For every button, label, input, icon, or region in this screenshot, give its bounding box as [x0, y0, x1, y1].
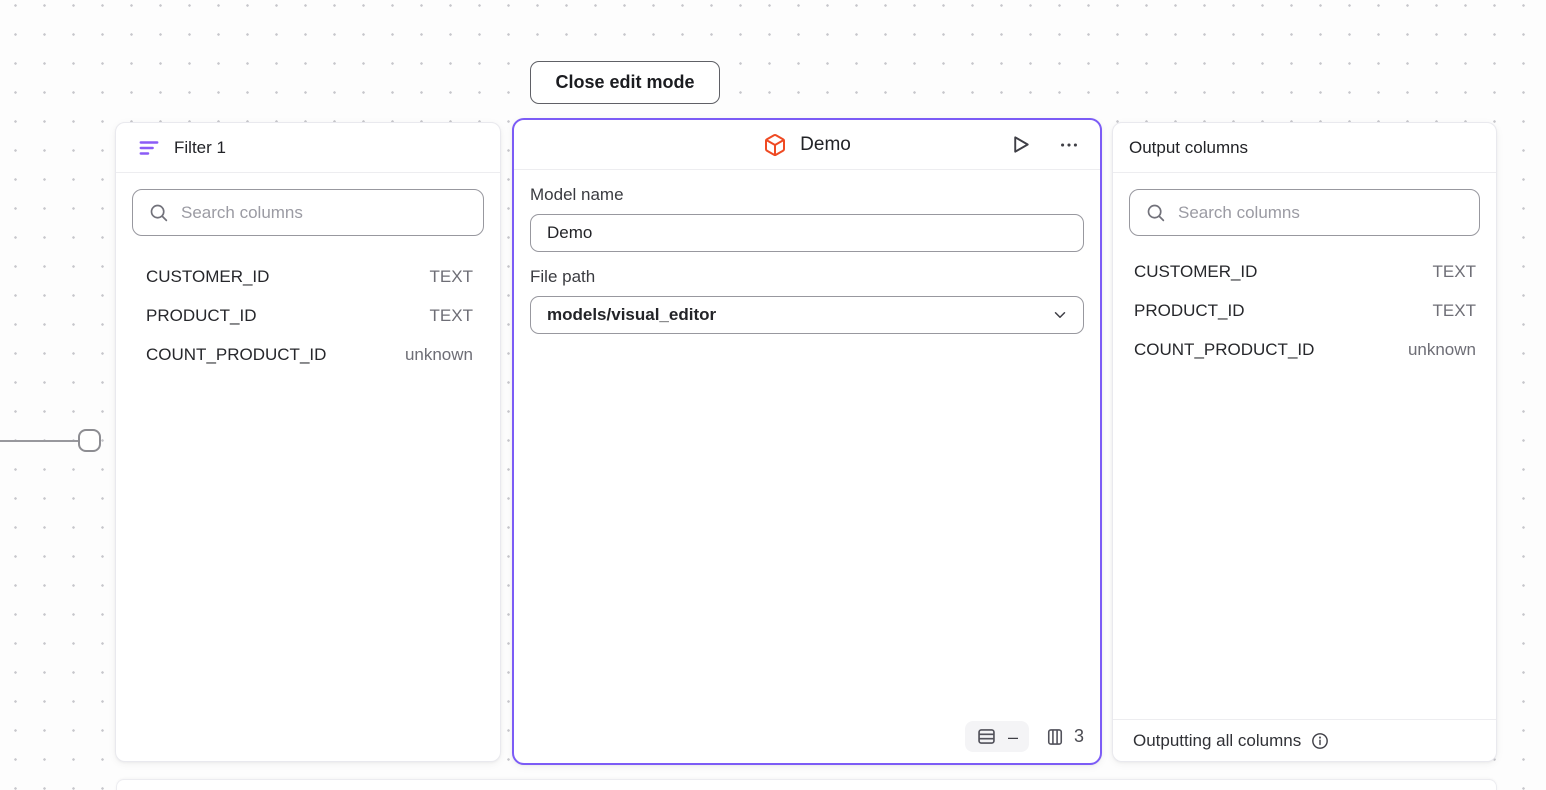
output-panel-header: Output columns	[1113, 123, 1496, 173]
column-type: unknown	[404, 344, 473, 364]
output-columns-panel: Output columns CUSTOMER_ID TEXT PRODUCT_…	[1112, 122, 1497, 762]
connection-handle[interactable]	[78, 429, 101, 452]
output-footer-text: Outputting all columns	[1133, 730, 1302, 750]
model-name-label: Model name	[530, 185, 624, 204]
model-panel-title: Demo	[800, 133, 851, 155]
column-row: PRODUCT_ID TEXT	[116, 296, 500, 335]
filter-search-input[interactable]	[181, 202, 468, 223]
column-name: CUSTOMER_ID	[1134, 261, 1258, 281]
filter-search-box	[132, 189, 484, 236]
column-type: unknown	[1407, 339, 1476, 359]
file-path-value: models/visual_editor	[547, 305, 717, 324]
search-icon	[148, 202, 169, 223]
chevron-down-icon	[1051, 306, 1069, 324]
column-row: CUSTOMER_ID TEXT	[116, 257, 500, 296]
column-name: COUNT_PRODUCT_ID	[1134, 339, 1315, 359]
output-search-input[interactable]	[1178, 202, 1464, 223]
column-row: CUSTOMER_ID TEXT	[1113, 252, 1496, 291]
output-panel-title: Output columns	[1129, 137, 1249, 157]
column-name: COUNT_PRODUCT_ID	[146, 344, 327, 364]
model-panel-header: Demo	[514, 120, 1100, 170]
output-search-box	[1129, 189, 1480, 236]
close-edit-mode-button[interactable]: Close edit mode	[530, 61, 720, 104]
column-name: CUSTOMER_ID	[146, 266, 270, 286]
column-type: TEXT	[1432, 261, 1476, 281]
filter-node-panel: Filter 1 CUSTOMER_ID TEXT PRODUCT_ID TEX…	[115, 122, 501, 762]
model-stats-footer: – 3	[964, 721, 1084, 752]
row-count-button[interactable]: –	[964, 721, 1029, 752]
filter-panel-title: Filter 1	[174, 137, 226, 157]
column-name: PRODUCT_ID	[1134, 300, 1245, 320]
output-footer: Outputting all columns	[1113, 719, 1496, 761]
run-model-button[interactable]	[1007, 131, 1034, 158]
column-type: TEXT	[1432, 300, 1476, 320]
column-count-stat: 3	[1045, 726, 1084, 747]
filter-column-list: CUSTOMER_ID TEXT PRODUCT_ID TEXT COUNT_P…	[116, 257, 500, 374]
column-row: COUNT_PRODUCT_ID unknown	[1113, 330, 1496, 369]
row-count-value: –	[1007, 726, 1018, 747]
model-name-input[interactable]	[530, 214, 1084, 252]
info-icon[interactable]	[1310, 731, 1330, 751]
table-columns-icon	[1045, 727, 1065, 747]
model-node-panel: Demo Model name	[512, 118, 1102, 765]
filter-panel-header: Filter 1	[116, 123, 500, 173]
column-type: TEXT	[429, 305, 473, 325]
filter-lines-icon	[138, 137, 160, 159]
column-name: PRODUCT_ID	[146, 305, 257, 325]
connector-edge	[0, 440, 78, 442]
model-menu-button[interactable]	[1056, 132, 1082, 158]
column-count-value: 3	[1073, 726, 1084, 746]
bottom-node-panel	[116, 779, 1497, 790]
column-row: PRODUCT_ID TEXT	[1113, 291, 1496, 330]
column-type: TEXT	[429, 266, 473, 286]
file-path-select[interactable]: models/visual_editor	[530, 296, 1084, 334]
search-icon	[1145, 202, 1166, 223]
cube-icon	[763, 133, 787, 157]
file-path-label: File path	[530, 267, 596, 286]
output-column-list: CUSTOMER_ID TEXT PRODUCT_ID TEXT COUNT_P…	[1113, 252, 1496, 369]
play-icon	[1009, 133, 1032, 156]
column-row: COUNT_PRODUCT_ID unknown	[116, 335, 500, 374]
ellipsis-icon	[1058, 134, 1080, 156]
table-rows-icon	[976, 726, 997, 747]
